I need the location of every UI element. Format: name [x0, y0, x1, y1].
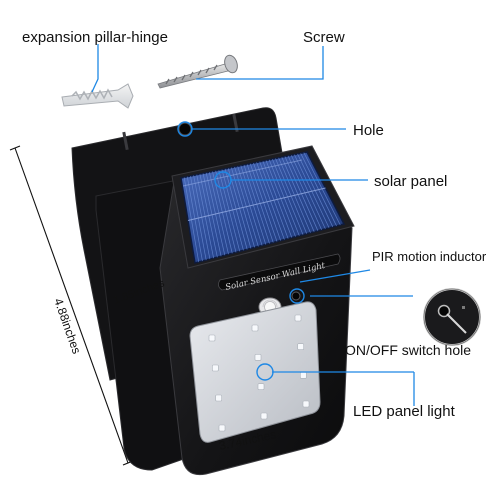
- led-panel: [189, 301, 321, 443]
- led-chip: [212, 364, 219, 372]
- pir-label: PIR motion inductor: [372, 249, 487, 264]
- led-chip: [218, 424, 226, 432]
- leader-markers: [177, 121, 305, 381]
- led-chip: [300, 372, 307, 379]
- led-chip: [294, 314, 302, 322]
- led-chip: [260, 412, 268, 420]
- leader-lines: [91, 44, 415, 406]
- switch-label: ON/OFF switch hole: [345, 342, 471, 358]
- led-chip: [215, 394, 222, 402]
- led-chip: [302, 400, 310, 408]
- led-label: LED panel light: [353, 403, 456, 420]
- screw-label: Screw: [303, 29, 345, 46]
- solar-panel-label: solar panel: [374, 173, 447, 190]
- switch-hole: [291, 291, 301, 301]
- expansion-pillar-label: expansion pillar-hinge: [22, 29, 168, 46]
- led-chip: [251, 324, 259, 332]
- screw-illustration: [157, 54, 238, 89]
- hole-label: Hole: [353, 122, 384, 139]
- led-chip: [208, 334, 216, 342]
- led-chip: [254, 354, 262, 361]
- led-chip: [297, 343, 304, 350]
- solar-wall-light: Solar Sensor Wall Light: [71, 107, 355, 476]
- mounting-hole: [178, 122, 192, 136]
- switch-closeup-inset: [423, 288, 481, 346]
- expansion-pillar-illustration: [61, 83, 134, 109]
- led-chip: [257, 383, 265, 390]
